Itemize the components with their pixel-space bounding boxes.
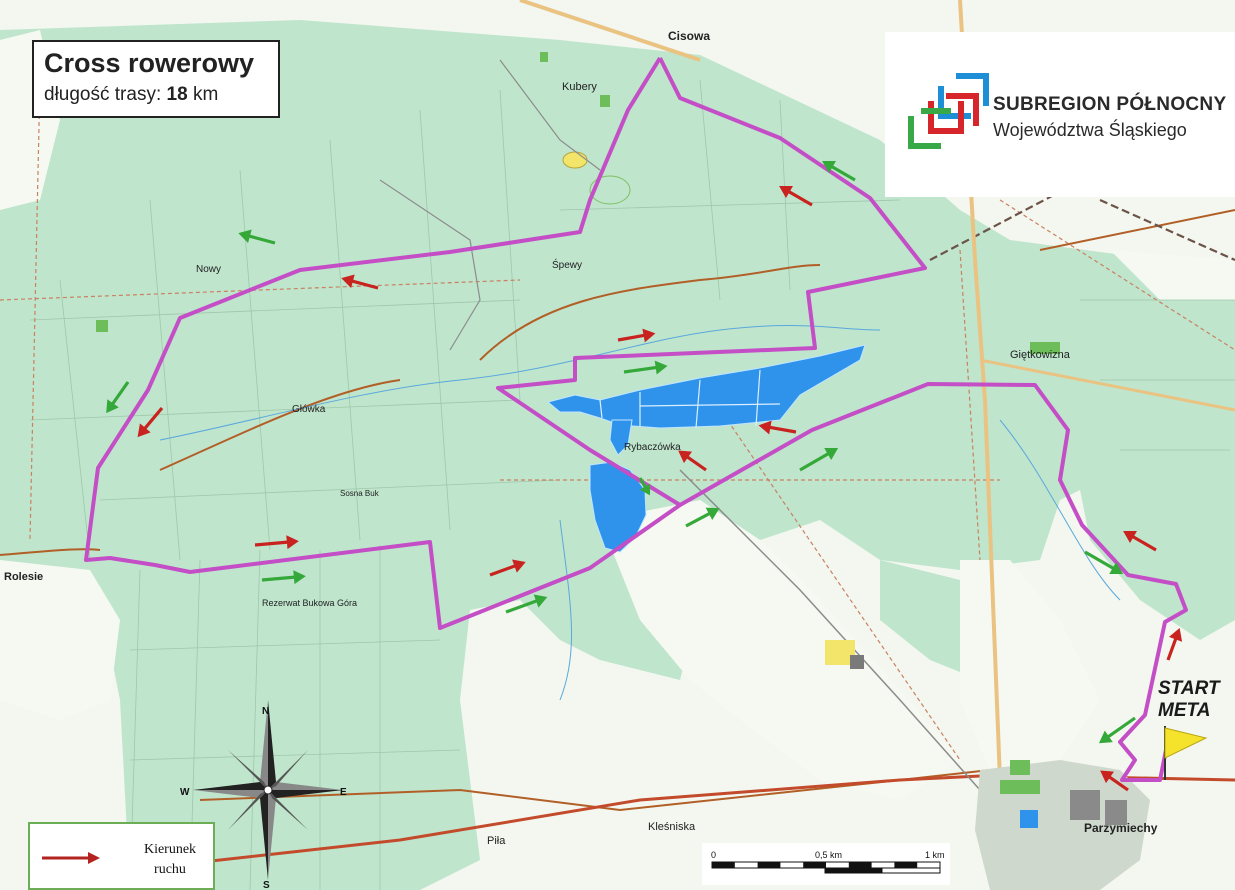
settlement-parzymiechy [975,760,1150,890]
subregion-logo-box: SUBREGION PÓŁNOCNY Województwa Śląskiego [885,32,1235,197]
route-length-label: długość trasy: [44,84,162,105]
scale-bar [702,843,950,885]
logo-title: SUBREGION PÓŁNOCNY [993,94,1227,115]
pond-dividers [599,369,781,429]
place-gietkowizna: Giętkowizna [1010,349,1071,361]
place-spewy: Śpewy [552,258,582,271]
place-kubery: Kubery [562,81,597,93]
compass-w-label: W [180,787,190,798]
route-length: długość trasy: 18 km [44,84,268,106]
legend-label-line1: Kierunek [143,842,197,857]
place-rezerwat: Rezerwat Bukowa Góra [262,598,357,608]
scale-label-one: 1 km [925,850,945,860]
scale-label-0: 0 [711,850,716,860]
start-finish-flag-icon[interactable] [1164,726,1208,780]
place-cisowa: Cisowa [668,29,710,43]
legend-label-line2: ruchu [154,862,186,877]
logo-subtitle: Województwa Śląskiego [993,120,1187,140]
scale-label-half: 0,5 km [815,850,842,860]
bike-route[interactable] [496,57,1188,782]
start-meta-label: START META [1158,678,1220,722]
start-label: START [1158,678,1220,699]
place-parzymiechy: Parzymiechy [1084,821,1158,835]
place-pila: Piła [487,835,506,847]
brown-ditches [0,209,1235,812]
fish-ponds[interactable] [546,344,866,553]
subregion-logo-icon [908,73,989,149]
meta-label: META [1158,700,1211,721]
place-rybaczowka: Rybaczówka [624,442,681,453]
route-title: Cross rowerowy [44,48,255,78]
route-length-unit: km [192,84,219,105]
direction-arrows-green [106,160,1136,744]
route-length-value: 18 [166,84,188,105]
legend-box: Kierunek ruchu [28,822,215,890]
streams [159,325,1121,701]
compass-n-label: N [262,706,269,717]
place-klesniska: Kleśniska [648,821,696,833]
place-sosna-buk: Sosna Buk [340,489,380,498]
route-title-box: Cross rowerowy długość trasy: 18 km [32,40,280,118]
direction-arrows-red [137,185,1183,792]
legend-label: Kierunek ruchu [130,840,210,880]
place-nowy: Nowy [196,264,221,275]
map-features [96,52,1060,669]
legend-arrow-icon [42,852,100,864]
compass-rose-icon [193,700,343,880]
compass-s-label: S [263,880,270,890]
place-glowka: Główka [292,404,326,415]
compass-e-label: E [340,787,347,798]
bike-route-west[interactable] [84,56,682,630]
dashed-roads [0,79,1235,761]
place-rolesie: Rolesie [4,571,43,583]
